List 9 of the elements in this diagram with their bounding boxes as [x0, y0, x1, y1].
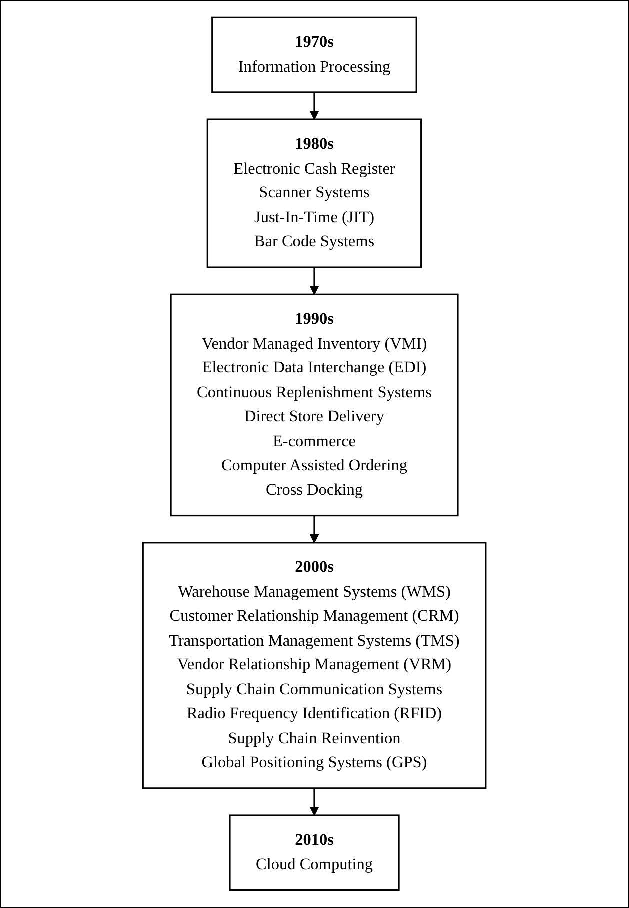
arrow [310, 516, 320, 544]
node-box: 1990s Vendor Managed Inventory (VMI) Electronic Data Interchange (EDI) Continuous Replenishment Systems Direct Store Delivery E-commerce Computer Assisted Ordering Cross Docking [170, 294, 459, 517]
arrow [310, 788, 320, 816]
node-box: 1980s Electronic Cash Register Scanner Systems Just-In-Time (JIT) Bar Code Systems [206, 118, 422, 268]
node-box: 2000s Warehouse Management Systems (WMS) Customer Relationship Management (CRM) Transportation Management Systems (TMS) Vendor Relationship Management (VRM) Supply Chain Communication Systems Radio Frequency Identification (RFID) Supply Chain Reinvention Global Positioning Systems (GPS) [142, 542, 487, 790]
arrow [310, 268, 320, 296]
node-box: 1970s Information Processing [212, 16, 418, 94]
arrow [310, 92, 320, 120]
node-box: 2010s Cloud Computing [229, 814, 400, 892]
